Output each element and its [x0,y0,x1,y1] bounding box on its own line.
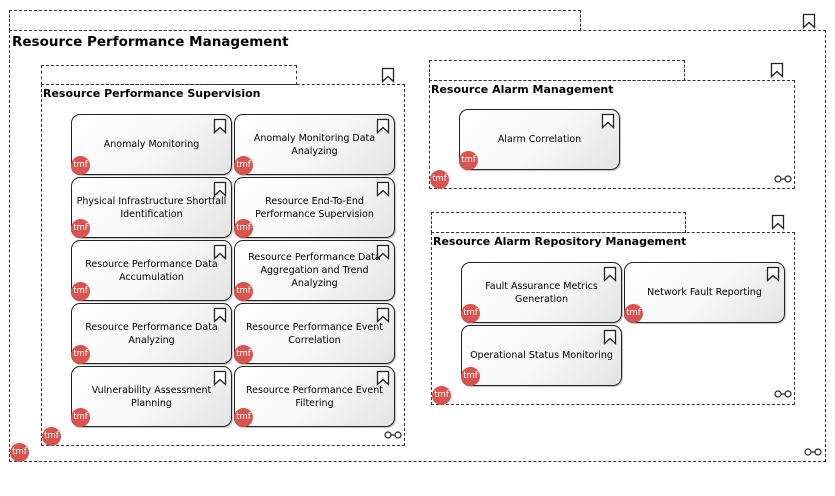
group-tab-rarm [431,212,686,233]
bookmark-icon [376,181,390,197]
tmf-badge: tmf [71,408,90,427]
card-resource-performance-data-analyzing[interactable]: Resource Performance Data Analyzing tmf [71,303,232,364]
card-resource-end-to-end-performance-supervision[interactable]: Resource End-To-End Performance Supervis… [234,177,395,238]
card-label: Resource Performance Data Aggregation an… [248,252,381,289]
tmf-badge: tmf [71,156,90,175]
link-icon [774,175,792,183]
card-label: Resource Performance Event Filtering [245,384,384,409]
card-label: Network Fault Reporting [647,287,762,298]
bookmark-icon [213,118,227,134]
tmf-badge: tmf [459,151,478,170]
card-vulnerability-assessment-planning[interactable]: Vulnerability Assessment Planning tmf [71,366,232,427]
tmf-badge: tmf [430,170,449,189]
bookmark-icon [802,13,816,29]
group-title-ram: Resource Alarm Management [431,83,614,96]
link-icon [804,448,822,456]
group-resource-alarm-repository-management [431,232,795,405]
card-anomaly-monitoring-data-analyzing[interactable]: Anomaly Monitoring Data Analyzing tmf [234,114,395,175]
tmf-badge: tmf [432,386,451,405]
card-resource-performance-event-correlation[interactable]: Resource Performance Event Correlation t… [234,303,395,364]
bookmark-icon [771,214,785,230]
bookmark-icon [376,244,390,260]
card-label: Operational Status Monitoring [470,350,613,361]
group-tab-ram [429,60,685,81]
card-anomaly-monitoring[interactable]: Anomaly Monitoring tmf [71,114,232,175]
bookmark-icon [770,62,784,78]
card-resource-performance-data-accumulation[interactable]: Resource Performance Data Accumulation t… [71,240,232,301]
card-resource-performance-data-aggregation-and-trend-analyzing[interactable]: Resource Performance Data Aggregation an… [234,240,395,301]
bookmark-icon [213,244,227,260]
tmf-badge: tmf [234,345,253,364]
group-resource-alarm-management [429,80,795,189]
group-resource-performance-supervision [41,84,405,446]
bookmark-icon [603,329,617,345]
tmf-badge: tmf [10,443,29,462]
bookmark-icon [213,307,227,323]
tmf-badge: tmf [234,219,253,238]
bookmark-icon [213,370,227,386]
group-tab-rps [41,65,297,85]
bookmark-icon [766,266,780,282]
tmf-badge: tmf [461,304,480,323]
card-alarm-correlation[interactable]: Alarm Correlation tmf [459,109,620,170]
tmf-badge: tmf [234,156,253,175]
card-physical-infrastructure-shortfall-identification[interactable]: Physical Infrastructure Shortfall Identi… [71,177,232,238]
card-network-fault-reporting[interactable]: Network Fault Reporting tmf [624,262,785,323]
card-fault-assurance-metrics-generation[interactable]: Fault Assurance Metrics Generation tmf [461,262,622,323]
card-label: Resource End-To-End Performance Supervis… [255,195,374,220]
group-title-rarm: Resource Alarm Repository Management [433,235,687,248]
card-label: Resource Performance Event Correlation [245,321,384,346]
bookmark-icon [376,370,390,386]
card-label: Alarm Correlation [497,134,582,145]
group-resource-performance-management [9,30,826,462]
link-icon [384,431,402,439]
group-title-rpm: Resource Performance Management [12,34,289,50]
card-label: Resource Performance Data Accumulation [85,258,218,283]
card-label: Vulnerability Assessment Planning [91,384,212,409]
tmf-badge: tmf [461,367,480,386]
bookmark-icon [603,266,617,282]
card-label: Anomaly Monitoring Data Analyzing [253,132,376,157]
card-resource-performance-event-filtering[interactable]: Resource Performance Event Filtering tmf [234,366,395,427]
bookmark-icon [213,181,227,197]
card-label: Fault Assurance Metrics Generation [485,280,598,305]
card-operational-status-monitoring[interactable]: Operational Status Monitoring tmf [461,325,622,386]
tmf-badge: tmf [71,345,90,364]
card-label: Resource Performance Data Analyzing [85,321,218,346]
tmf-badge: tmf [71,282,90,301]
link-icon [774,390,792,398]
bookmark-icon [381,67,395,83]
bookmark-icon [376,307,390,323]
card-label: Anomaly Monitoring [103,139,200,150]
tmf-badge: tmf [42,427,61,446]
card-label: Physical Infrastructure Shortfall Identi… [76,195,227,220]
group-tab-outer [9,10,581,31]
tmf-badge: tmf [624,304,643,323]
tmf-badge: tmf [71,219,90,238]
tmf-badge: tmf [234,282,253,301]
bookmark-icon [601,113,615,129]
bookmark-icon [376,118,390,134]
tmf-badge: tmf [234,408,253,427]
group-title-rps: Resource Performance Supervision [43,87,261,100]
